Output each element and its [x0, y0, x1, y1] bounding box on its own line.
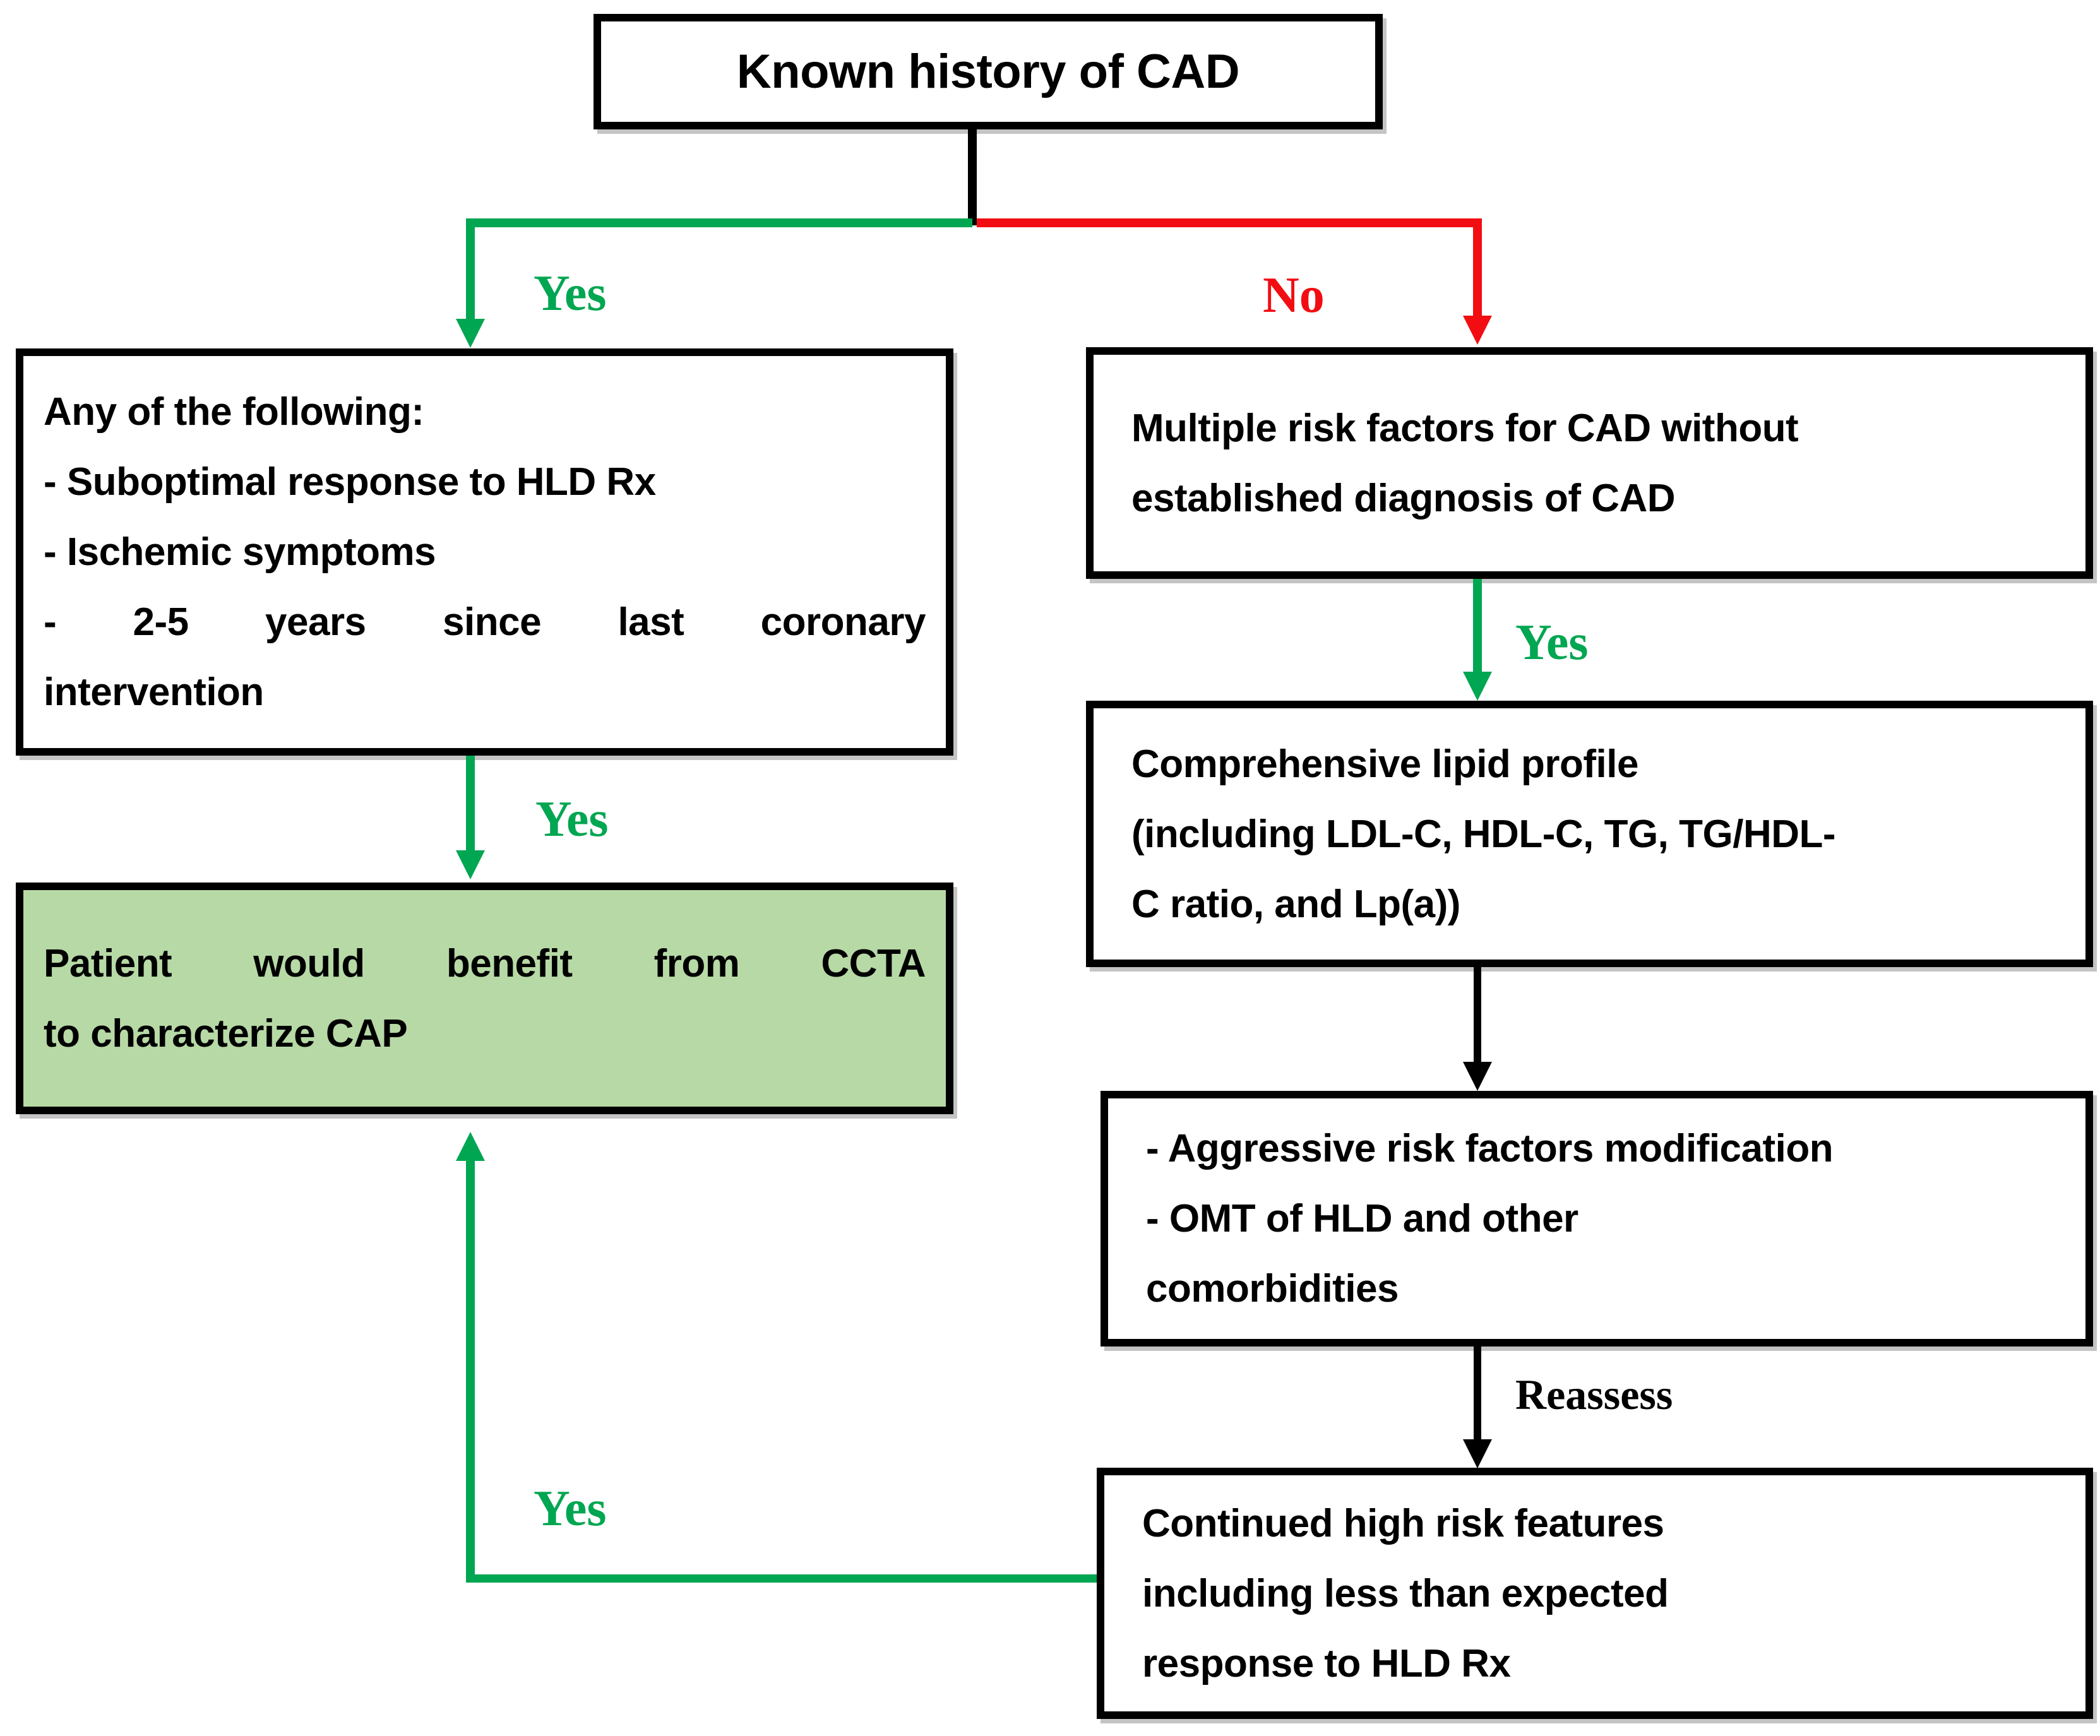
edge-yes-left-arrowhead-icon [456, 319, 485, 348]
lipid-profile-line-2: (including LDL-C, HDL-C, TG, TG/HDL- [1131, 812, 1836, 856]
node-multiple-risk-factors: Multiple risk factors for CAD without es… [1086, 347, 2093, 579]
management-line-3: comorbidities [1146, 1267, 1399, 1311]
node-known-history-of-cad: Known history of CAD [594, 14, 1383, 129]
edge-lipid-to-management-line [1474, 967, 1481, 1065]
risk-factors-line-1: Multiple risk factors for CAD without [1131, 406, 1799, 450]
edge-no-right-horizontal-line [977, 218, 1482, 227]
management-line-2: - OMT of HLD and other [1146, 1197, 1578, 1240]
node-criteria-any-of-following: Any of the following: - Suboptimal respo… [16, 348, 953, 756]
high-risk-line-3: response to HLD Rx [1142, 1641, 1511, 1685]
node-outcome-ccta: Patient would benefit from CCTA to chara… [16, 883, 953, 1114]
node-management-omt: - Aggressive risk factors modification -… [1101, 1091, 2093, 1347]
high-risk-line-2: including less than expected [1142, 1571, 1669, 1615]
edge-label-yes-left: Yes [534, 266, 607, 321]
edge-yes-criteria-line [466, 756, 475, 852]
outcome-line-1: Patient would benefit from CCTA [44, 941, 926, 985]
criteria-item-suboptimal: - Suboptimal response to HLD Rx [44, 460, 656, 504]
edge-yes-feedback-arrowhead-icon [456, 1132, 485, 1161]
edge-yes-risk-line [1473, 579, 1482, 674]
edge-yes-left-horizontal-line [470, 218, 972, 227]
criteria-item-years-line2: intervention [44, 670, 264, 714]
criteria-heading: Any of the following: [44, 390, 424, 434]
risk-factors-line-2: established diagnosis of CAD [1131, 476, 1676, 520]
edge-yes-feedback-horizontal-line [466, 1574, 1097, 1583]
high-risk-line-1: Continued high risk features [1142, 1501, 1664, 1545]
lipid-profile-line-3: C ratio, and Lp(a)) [1131, 882, 1460, 926]
edge-no-right-arrowhead-icon [1463, 316, 1492, 345]
edge-yes-feedback-vertical-line [466, 1159, 475, 1579]
edge-reassess-line [1474, 1347, 1481, 1442]
edge-reassess-arrowhead-icon [1463, 1439, 1492, 1468]
edge-label-yes-risk: Yes [1515, 615, 1589, 670]
lipid-profile-line-1: Comprehensive lipid profile [1131, 742, 1638, 786]
edge-label-yes-criteria: Yes [535, 792, 609, 847]
edge-no-right-vertical-line [1473, 218, 1482, 318]
edge-yes-criteria-arrowhead-icon [456, 850, 485, 879]
node-continued-high-risk: Continued high risk features including l… [1097, 1468, 2093, 1719]
criteria-item-years-line1: - 2-5 years since last coronary [44, 600, 926, 644]
connector-trunk-line [968, 129, 977, 225]
management-line-1: - Aggressive risk factors modification [1146, 1127, 1834, 1170]
edge-lipid-to-management-arrowhead-icon [1463, 1062, 1492, 1091]
edge-label-reassess: Reassess [1515, 1370, 1673, 1418]
edge-yes-left-vertical-line [466, 218, 475, 321]
edge-label-yes-feedback: Yes [534, 1481, 607, 1537]
node-comprehensive-lipid-profile: Comprehensive lipid profile (including L… [1086, 701, 2093, 967]
edge-yes-risk-arrowhead-icon [1463, 672, 1492, 701]
outcome-line-2: to characterize CAP [44, 1011, 408, 1055]
node-known-history-of-cad-text: Known history of CAD [736, 45, 1240, 98]
criteria-item-ischemic: - Ischemic symptoms [44, 530, 436, 574]
edge-label-no-right: No [1263, 268, 1325, 323]
